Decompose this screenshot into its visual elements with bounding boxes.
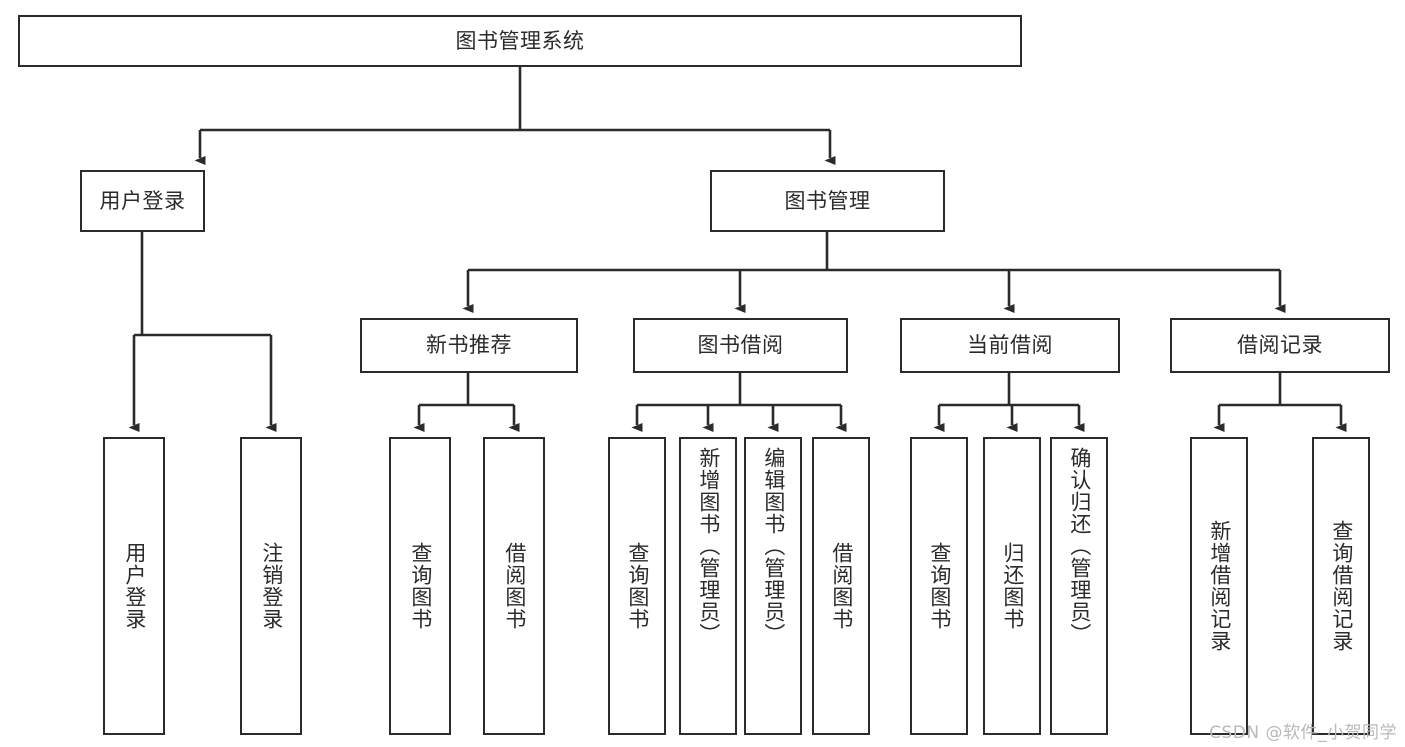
node-label: 图书管理 [784,188,871,213]
node-leaf-add-record[interactable]: 新增借阅记录 [1190,437,1248,735]
node-label: 用户登录 [122,542,147,630]
node-root[interactable]: 图书管理系统 [18,15,1022,67]
node-label: 借阅图书 [829,542,854,630]
node-leaf-borrow-book[interactable]: 借阅图书 [812,437,870,735]
node-leaf-user-login[interactable]: 用户登录 [103,437,165,735]
node-label: 借阅记录 [1237,333,1323,358]
node-current-borrow[interactable]: 当前借阅 [900,318,1120,373]
node-label: 编辑图书（管理员） [761,447,786,645]
node-leaf-query-book-borrow[interactable]: 查询图书 [608,437,666,735]
node-label: 当前借阅 [967,333,1053,358]
node-label: 新增借阅记录 [1207,520,1232,652]
node-label: 确认归还（管理员） [1067,447,1092,645]
node-label: 查询图书 [927,542,952,630]
node-leaf-query-book-rec[interactable]: 查询图书 [389,437,451,735]
node-label: 查询图书 [625,542,650,630]
node-label: 借阅图书 [502,542,527,630]
node-label: 图书借阅 [697,333,784,358]
node-label: 新增图书（管理员） [696,447,721,645]
node-label: 归还图书 [1000,542,1025,630]
node-label: 图书管理系统 [455,28,585,53]
node-label: 查询借阅记录 [1329,520,1354,652]
node-leaf-add-book[interactable]: 新增图书（管理员） [679,437,737,735]
node-leaf-edit-book[interactable]: 编辑图书（管理员） [744,437,802,735]
csdn-watermark: CSDN @软件_小贺同学 [1209,723,1397,743]
node-book-manage[interactable]: 图书管理 [710,170,945,232]
node-leaf-borrow-book-rec[interactable]: 借阅图书 [483,437,545,735]
node-leaf-query-book-current[interactable]: 查询图书 [910,437,968,735]
node-user-login[interactable]: 用户登录 [80,170,205,232]
node-leaf-logout[interactable]: 注销登录 [240,437,302,735]
node-leaf-query-record[interactable]: 查询借阅记录 [1312,437,1370,735]
node-book-borrow[interactable]: 图书借阅 [633,318,848,373]
node-borrow-record[interactable]: 借阅记录 [1170,318,1390,373]
node-label: 用户登录 [99,188,186,213]
node-leaf-return-book[interactable]: 归还图书 [983,437,1041,735]
node-leaf-confirm-return[interactable]: 确认归还（管理员） [1050,437,1108,735]
node-new-book-recommend[interactable]: 新书推荐 [360,318,578,373]
node-label: 新书推荐 [426,333,512,358]
node-label: 查询图书 [408,542,433,630]
node-label: 注销登录 [259,542,284,630]
